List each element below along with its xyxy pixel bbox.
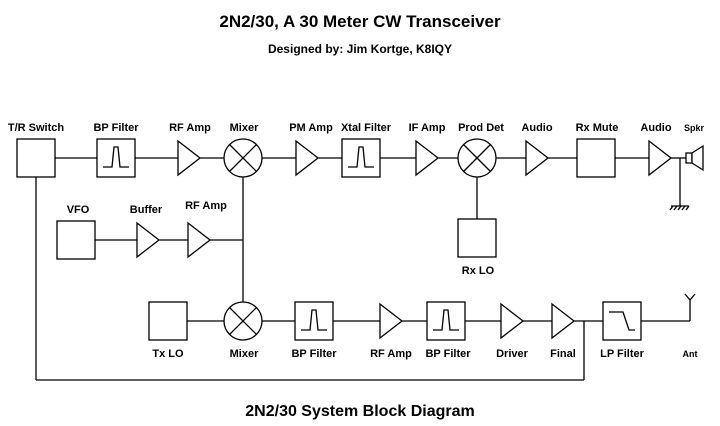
rx-lo-block [457,218,497,258]
rx-mute-label: Rx Mute [576,122,619,134]
tx-bp-filter-1-block [294,301,334,341]
rx-lo-label: Rx LO [462,265,495,277]
audio-amp-2-label: Audio [640,122,671,134]
driver-label: Driver [496,348,529,360]
tr-switch-label: T/R Switch [8,122,65,134]
if-amp-label: IF Amp [409,122,446,134]
tx-mixer-circle [223,301,263,341]
speaker-icon [669,144,704,211]
prod-det-circle [457,138,497,178]
tx-bp-filter-1-label: BP Filter [291,348,337,360]
tr-switch-block [16,138,56,178]
tx-rf-amp-triangle [379,302,404,340]
audio-amp-2-triangle [648,139,673,177]
vfo-label: VFO [67,204,90,216]
rx-mixer-circle [223,138,263,178]
tx-bp-filter-2-block [426,301,466,341]
lp-filter-block [602,301,642,341]
final-triangle [551,302,576,340]
tx-lo-label: Tx LO [152,348,184,360]
if-amp-triangle [415,139,440,177]
designer-credit: Designed by: Jim Kortge, K8IQY [268,42,452,56]
driver-triangle [500,302,525,340]
diagram-title: 2N2/30, A 30 Meter CW Transceiver [219,12,501,31]
rx-mute-block [576,138,616,178]
buffer-label: Buffer [130,204,163,216]
signal-wires [35,157,690,381]
xtal-filter-label: Xtal Filter [341,122,392,134]
rx-bp-filter-block [96,138,136,178]
final-label: Final [550,348,576,360]
antenna-label: Ant [683,349,698,359]
audio-amp-1-label: Audio [521,122,552,134]
antenna-icon [684,293,696,321]
vfo-block [56,220,96,260]
tx-bp-filter-2-label: BP Filter [425,348,471,360]
vfo-rf-amp-triangle [187,221,212,259]
pm-amp-label: PM Amp [289,122,333,134]
buffer-triangle [136,221,161,259]
tx-rf-amp-label: RF Amp [370,348,412,360]
xtal-filter-block [341,138,381,178]
pm-amp-triangle [295,139,320,177]
diagram-caption: 2N2/30 System Block Diagram [245,403,474,420]
rx-rf-amp-label: RF Amp [169,122,211,134]
rx-mixer-label: Mixer [230,122,259,134]
tx-mixer-label: Mixer [230,348,259,360]
lp-filter-label: LP Filter [600,348,645,360]
vfo-rf-amp-label: RF Amp [185,200,227,212]
prod-det-label: Prod Det [458,122,504,134]
speaker-label: Spkr [684,123,705,133]
audio-amp-1-triangle [525,139,550,177]
tx-lo-block [148,301,188,341]
rx-rf-amp-triangle [177,139,202,177]
rx-bp-filter-label: BP Filter [93,122,139,134]
